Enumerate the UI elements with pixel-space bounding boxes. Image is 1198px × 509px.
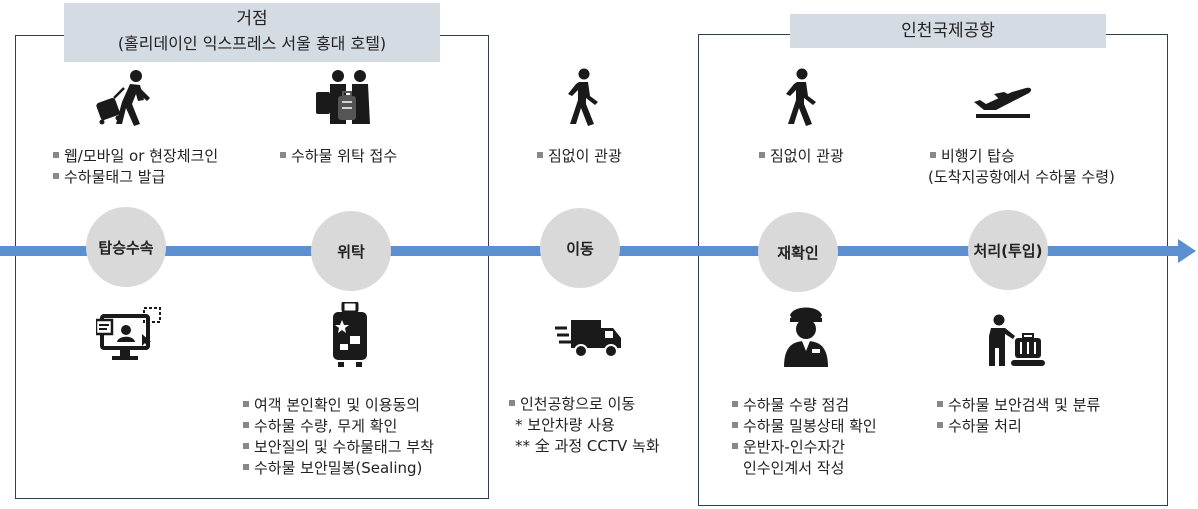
bullet [937,400,943,407]
checkin-item: 웹/모바일 or 현장체크인 [64,147,219,165]
truck-icon [555,320,621,358]
recheck-detail: 운반자-인수자간 [743,438,846,456]
step-label: 이동 [566,239,594,258]
bullet [759,151,765,158]
checkin-item: 수하물태그 발급 [64,168,166,186]
bullet [243,442,249,449]
bullet [243,463,249,470]
walking-person-icon [568,68,598,126]
text-move-b1: 인천공항으로 이동 [509,394,635,415]
airport-box-title: 인천국제공항 [790,14,1106,48]
move-item: 짐없이 관광 [548,147,622,165]
process-detail: 수하물 보안검색 및 분류 [948,396,1101,414]
consign-detail: 수하물 수량, 무게 확인 [254,417,398,435]
consign-detail: 수하물 보안밀봉(Sealing) [254,459,423,477]
recheck-item: 짐없이 관광 [770,147,844,165]
baggage-conveyor-icon [989,314,1045,366]
bullet [732,421,738,428]
text-checkin-1: 웹/모바일 or 현장체크인 [53,146,218,167]
bullet [732,442,738,449]
bullet [930,151,936,158]
online-checkin-icon [96,307,161,360]
text-consign-b4: 수하물 보안밀봉(Sealing) [243,458,422,479]
step-move: 이동 [540,208,620,288]
text-board-2: (도착지공항에서 수하물 수령) [928,167,1115,188]
consign-detail: 보안질의 및 수하물태그 부착 [254,438,434,456]
move-detail: 인천공항으로 이동 [520,395,636,413]
step-label: 탑승수속 [98,238,154,257]
consign-detail: 여객 본인확인 및 이용동의 [254,396,421,414]
text-process-b1: 수하물 보안검색 및 분류 [937,395,1100,416]
step-label: 위탁 [337,242,365,261]
bullet [732,400,738,407]
board-item: 비행기 탑승 [941,147,1015,165]
text-recheck-b2: 수하물 밀봉상태 확인 [732,416,877,437]
text-move-b3: ** 全 과정 CCTV 녹화 [515,436,660,457]
step-recheck: 재확인 [758,212,838,292]
move-detail: * 보안차량 사용 [515,416,615,434]
step-consign: 위탁 [311,211,391,291]
text-consign-b2: 수하물 수량, 무게 확인 [243,416,397,437]
luggage-handover-icon [316,70,370,124]
bullet [243,400,249,407]
bullet [53,151,59,158]
bullet [243,421,249,428]
step-label: 처리(투입) [973,241,1043,260]
text-recheck-b1: 수하물 수량 점검 [732,395,849,416]
traveler-luggage-icon [96,70,150,126]
process-detail: 수하물 처리 [948,417,1022,435]
security-officer-icon [784,307,828,367]
text-checkin-2: 수하물태그 발급 [53,167,165,188]
text-move-b2: * 보안차량 사용 [515,415,615,436]
text-consign-top: 수하물 위탁 접수 [280,146,397,167]
hub-title: 거점 [236,9,268,29]
airplane-takeoff-icon [974,87,1032,118]
text-consign-b1: 여객 본인확인 및 이용동의 [243,395,420,416]
consign-item: 수하물 위탁 접수 [291,147,398,165]
board-item: (도착지공항에서 수하물 수령) [928,168,1115,186]
recheck-detail: 인수인계서 작성 [743,459,845,477]
text-recheck-b4: 인수인계서 작성 [743,458,844,479]
text-move-top: 짐없이 관광 [537,146,622,167]
text-board-1: 비행기 탑승 [930,146,1015,167]
bullet [537,151,543,158]
bullet [509,399,515,406]
text-recheck-top: 짐없이 관광 [759,146,844,167]
walking-person-icon [786,68,816,126]
hub-subtitle: (홀리데이인 익스프레스 서울 홍대 호텔) [117,34,387,53]
step-checkin: 탑승수속 [86,207,166,287]
bullet [53,172,59,179]
step-label: 재확인 [777,243,819,262]
sealed-suitcase-icon [333,302,367,367]
timeline-arrow-head [1178,239,1196,263]
text-process-b2: 수하물 처리 [937,416,1022,437]
step-process: 처리(투입) [968,210,1048,290]
bullet [280,151,286,158]
hub-box-title: 거점 (홀리데이인 익스프레스 서울 홍대 호텔) [64,3,440,62]
airport-title: 인천국제공항 [901,21,995,41]
recheck-detail: 수하물 밀봉상태 확인 [743,417,877,435]
text-consign-b3: 보안질의 및 수하물태그 부착 [243,437,434,458]
move-detail: ** 全 과정 CCTV 녹화 [515,437,660,455]
text-recheck-b3: 운반자-인수자간 [732,437,845,458]
recheck-detail: 수하물 수량 점검 [743,396,850,414]
bullet [937,421,943,428]
